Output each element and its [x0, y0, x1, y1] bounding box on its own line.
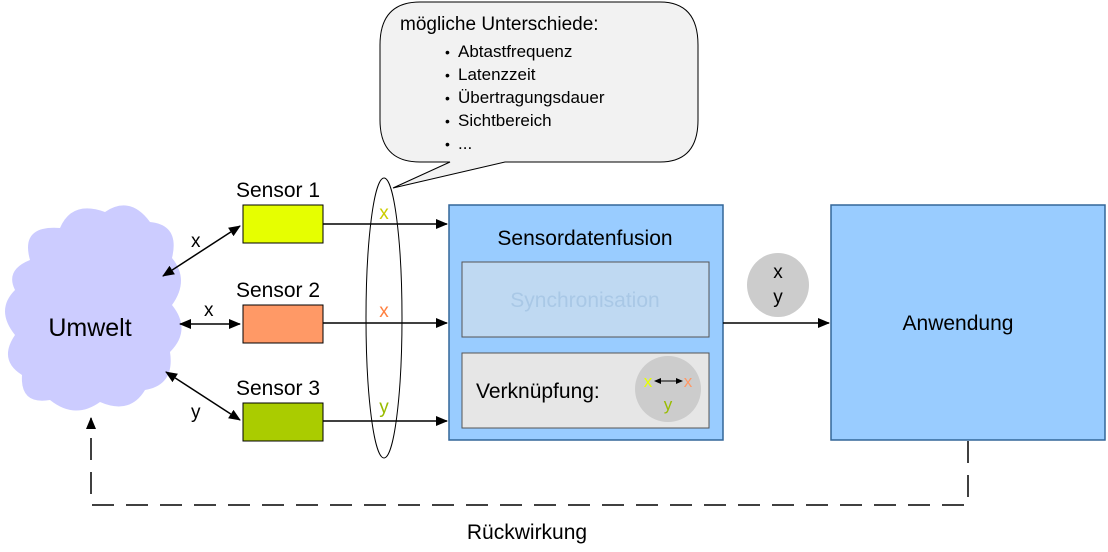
- environment-sensor1-arrow: [162, 225, 241, 277]
- signal-group-ellipse: [365, 177, 403, 459]
- callout-bullet: •: [445, 90, 450, 106]
- environment-label: Umwelt: [48, 314, 131, 342]
- callout-item: Sichtbereich: [458, 111, 552, 130]
- sensor-label: Sensor 1: [236, 179, 320, 202]
- linking-circle: [635, 356, 701, 422]
- environment-sensor3-arrow: [165, 371, 241, 421]
- application-box: [830, 204, 1106, 441]
- callout-bullet: •: [445, 113, 450, 129]
- callout-bullet: •: [445, 136, 450, 152]
- synchronisation-label: Synchronisation: [510, 289, 659, 312]
- linking-label: Verknüpfung:: [476, 380, 600, 403]
- differences-callout: mögliche Unterschiede: • Abtastfrequenz …: [379, 1, 699, 189]
- signal-label-3: y: [379, 397, 389, 418]
- sensor-1: Sensor 1: [236, 179, 324, 244]
- fusion-block: Sensordatenfusion Synchronisation Verknü…: [448, 204, 724, 441]
- output-x: x: [773, 262, 783, 283]
- sensor3-arrow-label: y: [191, 402, 201, 423]
- signal-label-2: x: [379, 301, 389, 322]
- callout-item: Latenzzeit: [458, 65, 536, 84]
- output-y: y: [773, 287, 783, 308]
- sensor1-arrow-label: x: [191, 231, 201, 252]
- feedback-label: Rückwirkung: [467, 521, 587, 544]
- callout-bullet: •: [445, 44, 450, 60]
- synchronisation-box: [461, 261, 710, 338]
- sensor-label: Sensor 2: [236, 279, 320, 302]
- sensor-box: [242, 204, 324, 244]
- callout-bullet: •: [445, 67, 450, 83]
- sensor-3: Sensor 3: [236, 377, 324, 442]
- application-label: Anwendung: [903, 312, 1014, 335]
- application-block: Anwendung: [830, 204, 1106, 441]
- environment-cloud: Umwelt: [5, 205, 182, 411]
- sensor2-arrow-label: x: [204, 300, 214, 321]
- signal-label-1: x: [379, 203, 389, 224]
- cloud-shape: [5, 205, 182, 411]
- sensor-box: [242, 304, 324, 344]
- sensor-2: Sensor 2: [236, 279, 324, 344]
- callout-item: Übertragungsdauer: [458, 88, 605, 107]
- linking-y: y: [664, 395, 673, 414]
- sensor-box: [242, 402, 324, 442]
- sensor-label: Sensor 3: [236, 377, 320, 400]
- callout-bubble: [379, 1, 699, 189]
- output-circle: [747, 253, 809, 317]
- linking-x1: x: [644, 372, 653, 391]
- callout-heading: mögliche Unterschiede:: [400, 14, 599, 35]
- callout-item: Abtastfrequenz: [458, 42, 572, 61]
- linking-x2: x: [684, 372, 693, 391]
- fusion-title: Sensordatenfusion: [497, 227, 672, 250]
- callout-item: ...: [458, 134, 472, 153]
